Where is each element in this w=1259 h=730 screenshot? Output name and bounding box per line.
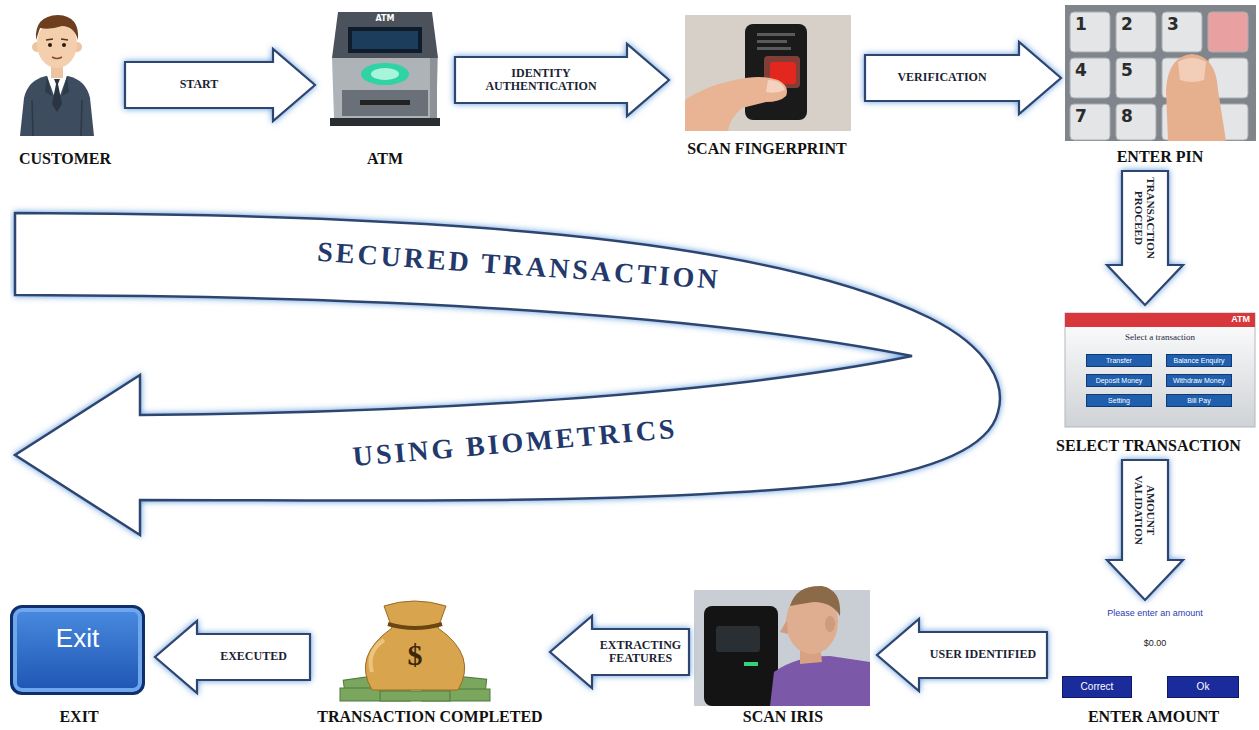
arrow-label: USER IDENTIFIED: [923, 632, 1043, 678]
screen-button: Setting: [1086, 394, 1152, 407]
key-digit: 1: [1075, 14, 1093, 34]
node-caption: ENTER AMOUNT: [1088, 708, 1219, 726]
curved-band-arrow: SECURED TRANSACTIONUSING BIOMETRICS: [10, 205, 1010, 540]
key-digit: 2: [1121, 14, 1139, 34]
fingerprint-scanner: [685, 15, 851, 131]
arrow-label: IDENTITY AUTHENTICATION: [459, 57, 623, 103]
iris-scanner: [694, 586, 870, 706]
amount-value: $0.00: [1060, 638, 1250, 648]
arrow-label: VERIFICATION: [869, 55, 1015, 101]
screen-button: Deposit Money: [1086, 374, 1152, 387]
customer-node: CUSTOMER: [8, 5, 122, 170]
band-outline-path: [15, 213, 1000, 535]
key-digit: 3: [1167, 14, 1185, 34]
block-arrow: [1107, 460, 1183, 600]
node-caption: ENTER PIN: [1117, 148, 1204, 166]
atm-machine: [330, 12, 440, 126]
screen-header: ATM: [1200, 314, 1250, 324]
iris-node: SCAN IRIS: [692, 588, 874, 728]
block-arrow: [125, 49, 315, 121]
exit-button: Exit: [10, 605, 145, 695]
key-digit: 5: [1121, 60, 1139, 80]
node-caption: SELECT TRANSACTION: [1056, 437, 1241, 455]
screen-prompt: Select a transaction: [1070, 332, 1250, 342]
block-arrow: [455, 44, 669, 116]
customer-figure: [20, 15, 94, 136]
node-caption: EXIT: [59, 708, 98, 726]
block-arrow: [550, 616, 689, 688]
screen-button: Correct: [1062, 676, 1132, 698]
dollar-sign: $: [395, 638, 435, 672]
exit-node: ExitEXIT: [6, 600, 152, 728]
screen-button: Balance Enquiry: [1166, 354, 1232, 367]
block-arrow: [1107, 171, 1183, 305]
node-caption: SCAN FINGERPRINT: [687, 140, 847, 158]
arrow-label: EXECUTED: [201, 634, 306, 680]
pin-keypad: [1065, 5, 1256, 141]
node-caption: SCAN IRIS: [743, 708, 823, 726]
key-digit: 8: [1121, 106, 1139, 126]
machine-sign: ATM: [362, 14, 408, 23]
node-caption: TRANSACTION COMPLETED: [317, 708, 542, 726]
node-caption: CUSTOMER: [19, 150, 111, 168]
key-digit: 4: [1075, 60, 1093, 80]
arrow-label: EXTRACTING FEATURES: [596, 629, 685, 675]
screen-button: Ok: [1167, 676, 1239, 698]
amount-node: ENTER AMOUNT: [1050, 603, 1257, 728]
atm-node: ATM: [318, 5, 452, 170]
arrow-label: START: [129, 62, 269, 108]
completed-node: TRANSACTION COMPLETED: [313, 585, 547, 728]
transaction-screen: [1065, 313, 1255, 427]
screen-button: Transfer: [1086, 354, 1152, 367]
screen-prompt: Please enter an amount: [1060, 608, 1250, 618]
block-arrow: [877, 619, 1047, 691]
fingerprint-node: SCAN FINGERPRINT: [672, 8, 862, 160]
block-arrow: [865, 42, 1061, 114]
pin-node: ENTER PIN: [1064, 3, 1256, 168]
arrow-label: TRANSACTION PROCEED: [1122, 174, 1168, 262]
screen-button: Bill Pay: [1166, 394, 1232, 407]
key-digit: 7: [1075, 106, 1093, 126]
arrow-label: AMOUNT VALIDATION: [1122, 463, 1168, 557]
node-caption: ATM: [367, 150, 403, 168]
money-bag: [340, 601, 490, 701]
screen-button: Withdraw Money: [1166, 374, 1232, 387]
block-arrow: [155, 621, 310, 693]
